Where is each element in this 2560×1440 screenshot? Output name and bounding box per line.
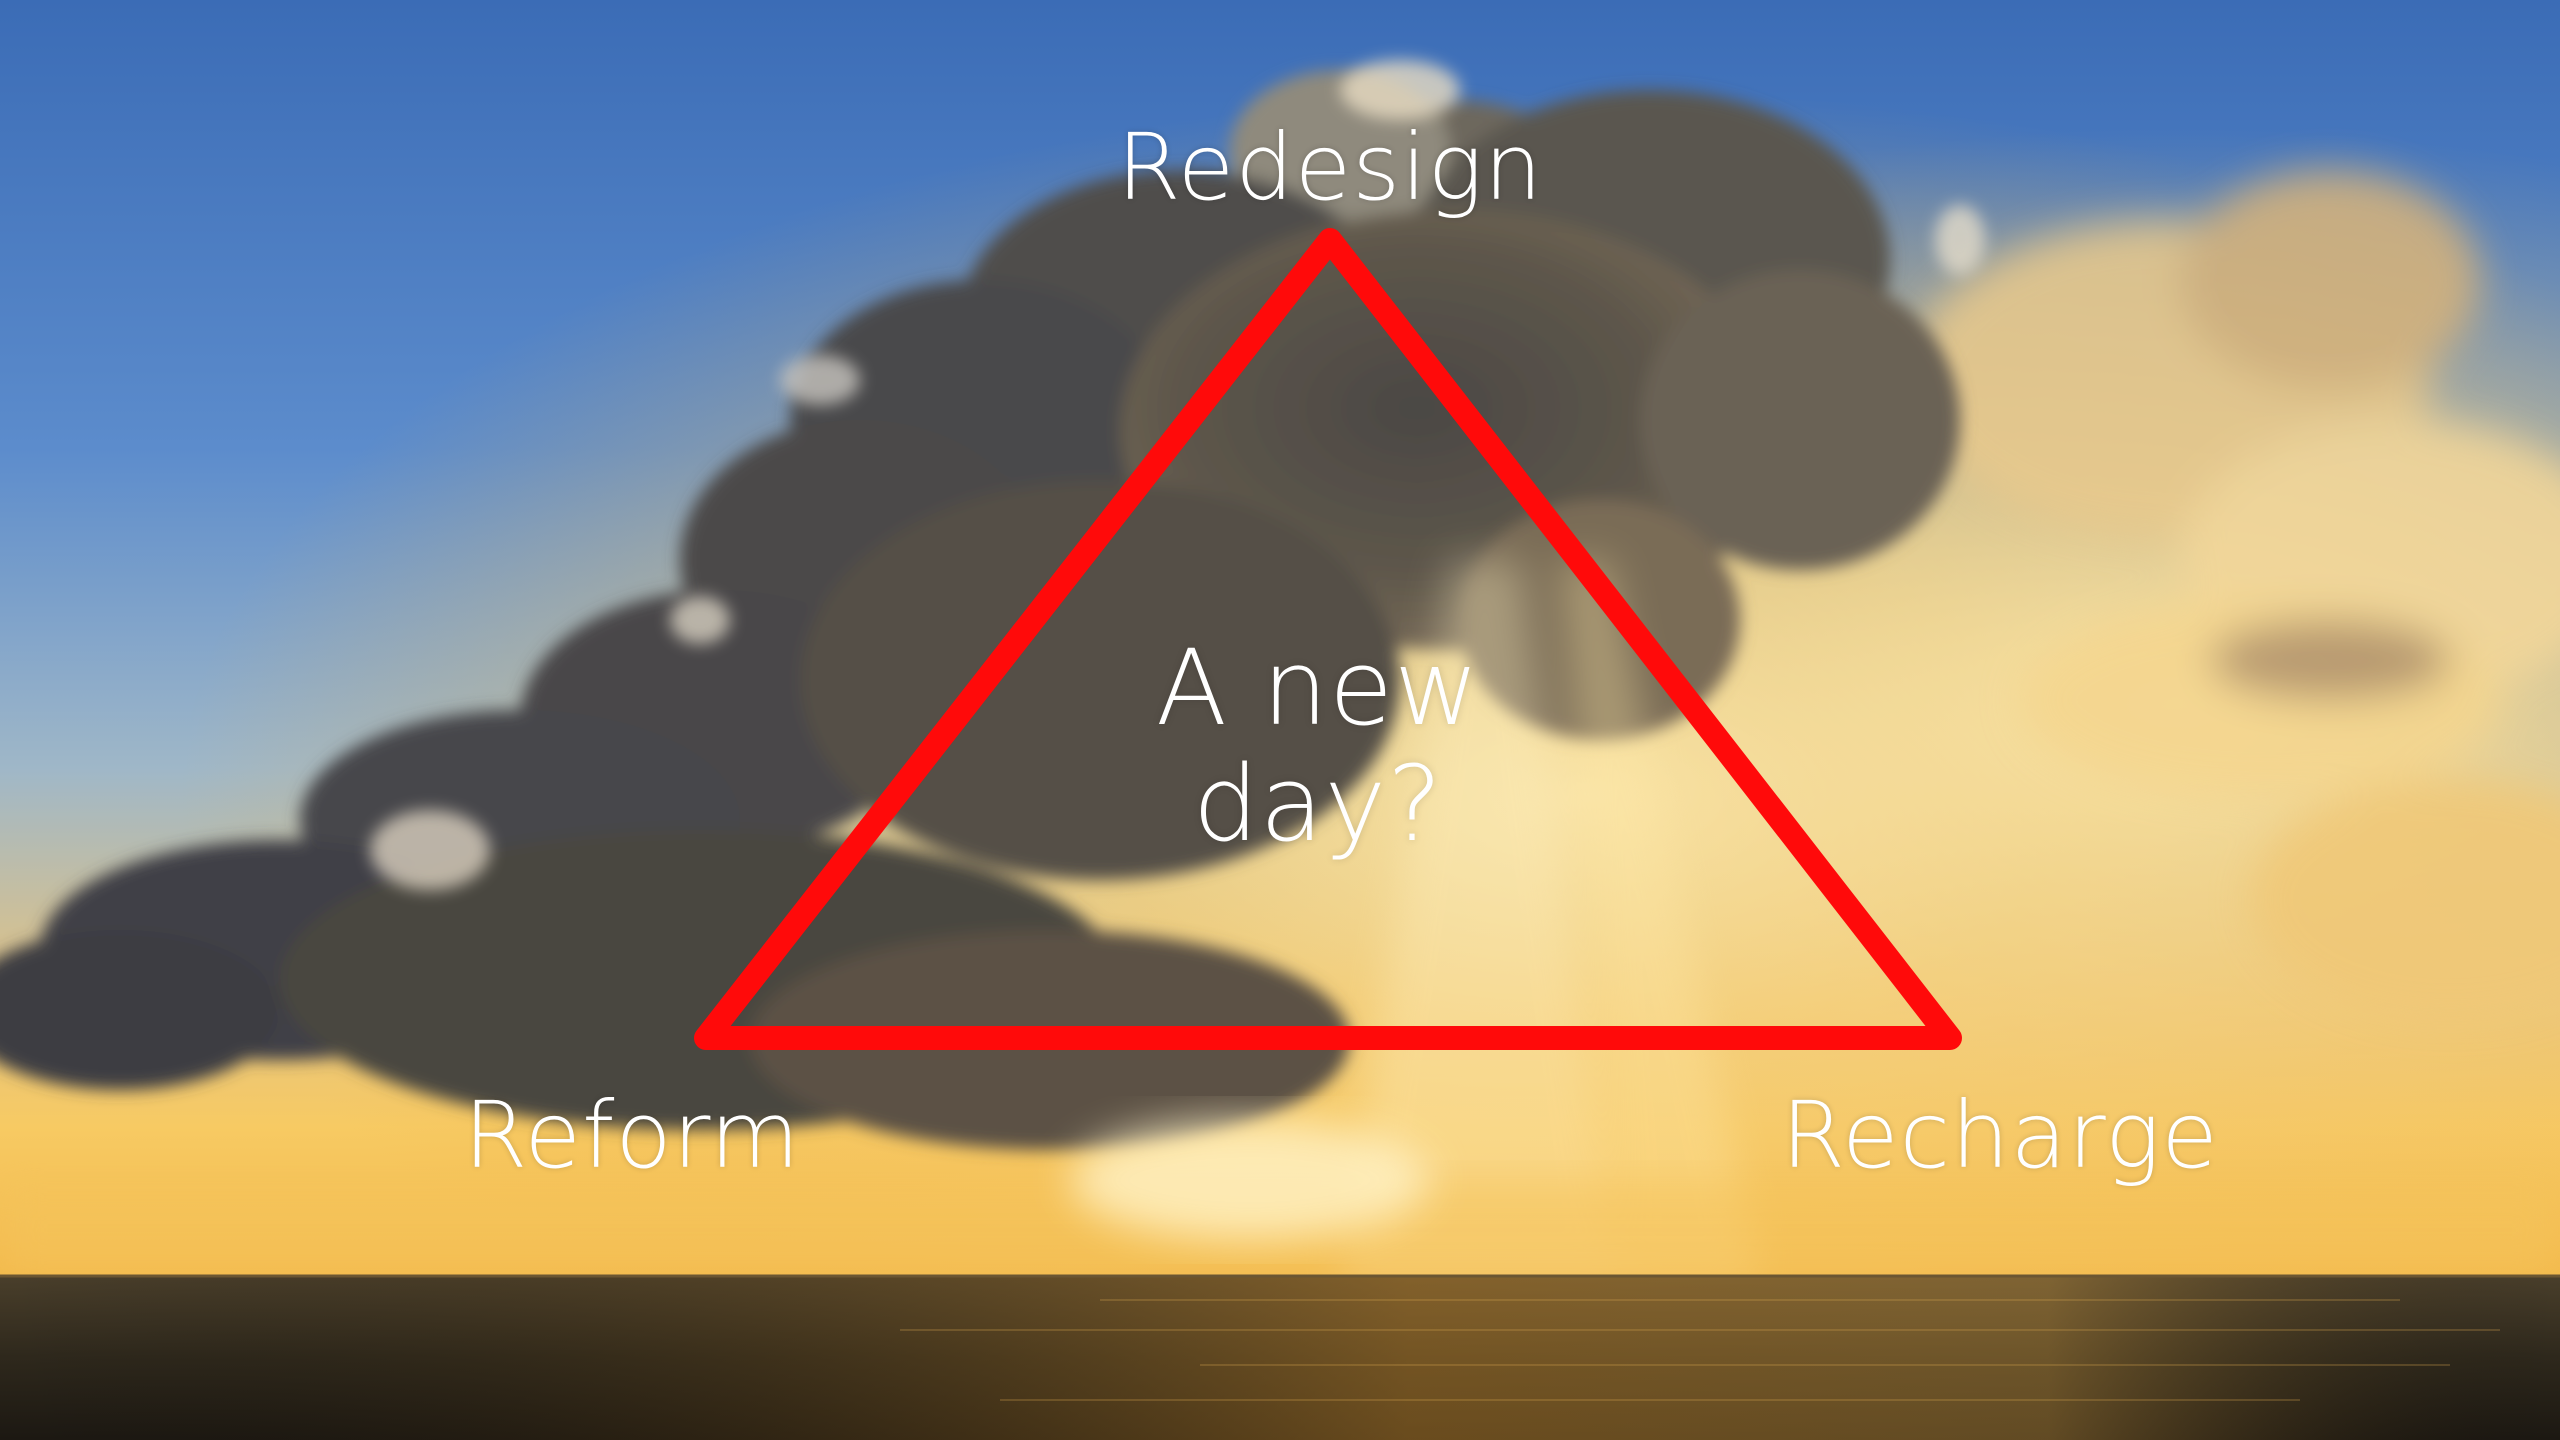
- center-question: A new day?: [1156, 630, 1480, 863]
- left-vertex-label: Reform: [463, 1082, 801, 1189]
- right-vertex-label: Recharge: [1781, 1082, 2219, 1189]
- red-triangle: [694, 228, 1962, 1050]
- center-line-1: A new: [1155, 627, 1481, 749]
- apex-label: Redesign: [1116, 114, 1544, 221]
- center-line-2: day?: [1192, 743, 1444, 866]
